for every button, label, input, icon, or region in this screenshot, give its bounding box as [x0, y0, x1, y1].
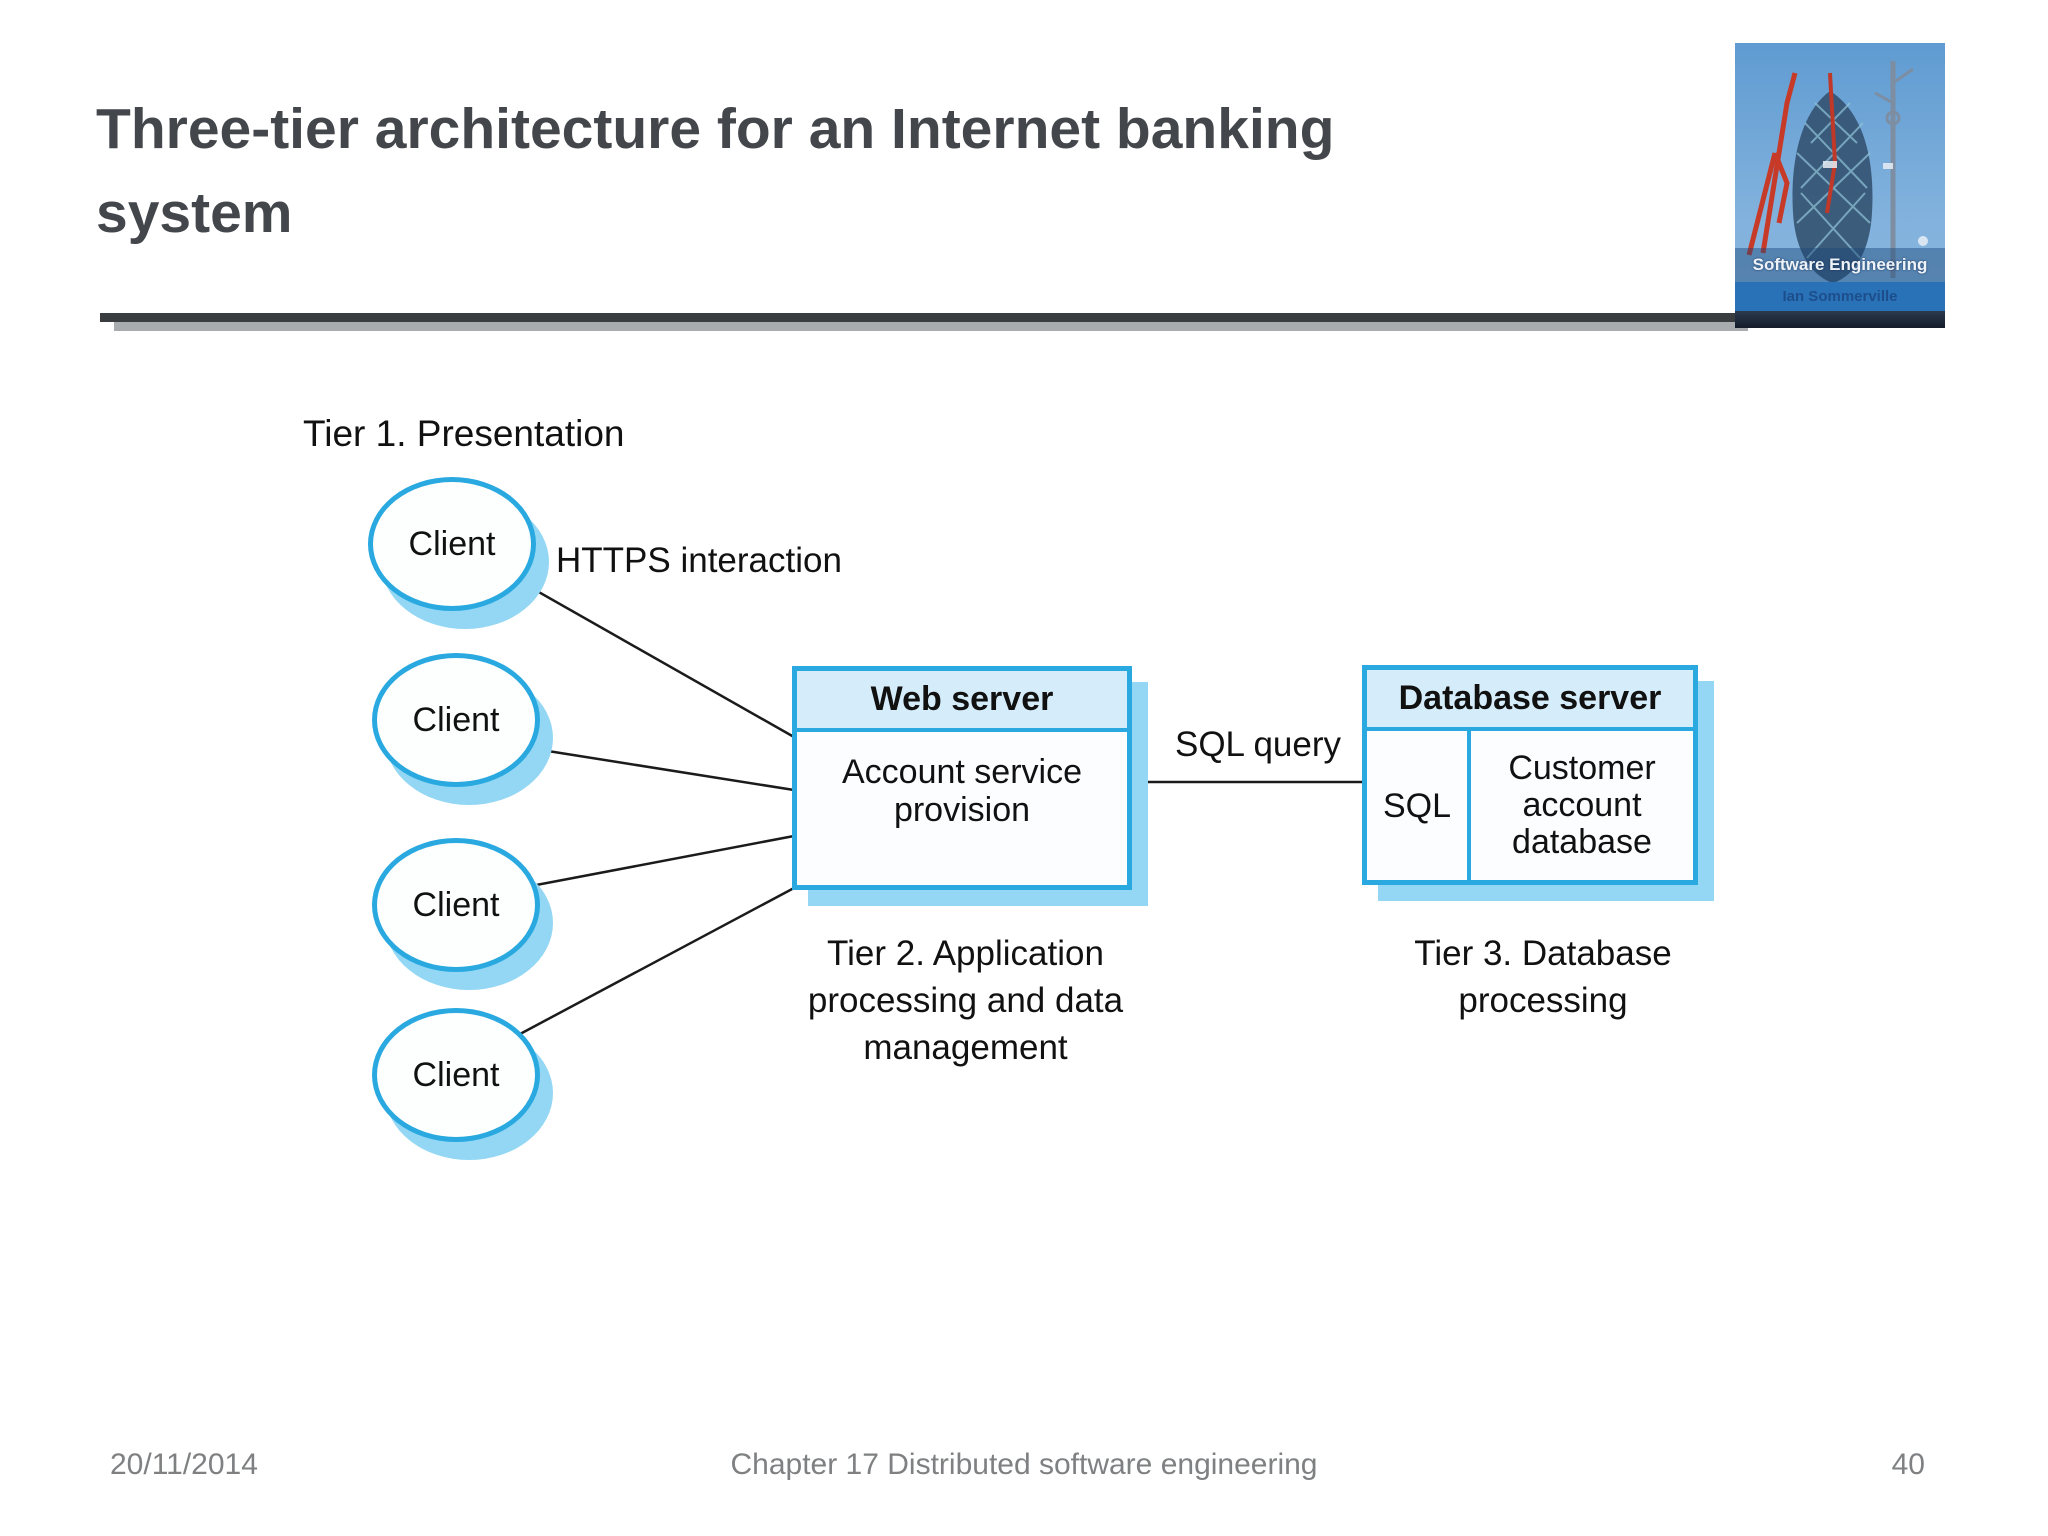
web-server-title: Web server — [797, 671, 1127, 732]
gray-crane-shape — [1874, 61, 1914, 278]
tier1-label: Tier 1. Presentation — [303, 413, 625, 454]
client-node-label: Client — [412, 1055, 500, 1094]
client2-to-webserver-line — [509, 743, 795, 792]
client-node-4: Client — [372, 1008, 540, 1142]
sql-query-label: SQL query — [1174, 725, 1341, 764]
light-spots — [1823, 161, 1928, 246]
footer-page-number: 40 — [1891, 1448, 1925, 1481]
client-node-label: Client — [412, 700, 500, 739]
book-cover-bottom-strip — [1735, 311, 1945, 328]
client-node-3: Client — [372, 838, 540, 972]
red-boom-shape — [1825, 72, 1837, 214]
client-node-2: Client — [372, 653, 540, 787]
web-server-box: Web server Account service provision — [792, 666, 1132, 890]
footer-chapter-title: Chapter 17 Distributed software engineer… — [730, 1448, 1318, 1481]
title-rule — [100, 313, 1736, 322]
client-node-label: Client — [408, 524, 496, 563]
page-title: Three-tier architecture for an Internet … — [96, 88, 1716, 256]
page-title-line2: system — [96, 180, 293, 245]
book-cover-image: Software Engineering Ian Sommerville — [1735, 43, 1945, 328]
database-server-title: Database server — [1367, 670, 1693, 731]
client-node-label: Client — [412, 885, 500, 924]
title-rule-shadow — [114, 322, 1748, 331]
page-title-line1: Three-tier architecture for an Internet … — [96, 97, 1335, 161]
book-author: Ian Sommerville — [1735, 282, 1945, 311]
client3-to-webserver-line — [509, 834, 795, 892]
gherkin-lattice — [1796, 102, 1871, 259]
database-customer-cell: Customer account database — [1508, 749, 1656, 861]
client4-to-webserver-line — [489, 886, 795, 1052]
tier2-label: Tier 2. Application processing and data … — [807, 934, 1124, 1067]
footer-date: 20/11/2014 — [110, 1448, 258, 1481]
book-cover-illustration — [1746, 61, 1928, 283]
book-series-title: Software Engineering — [1735, 248, 1945, 282]
client-node-1: Client — [368, 477, 536, 611]
red-crane-shape — [1746, 72, 1798, 256]
https-interaction-label: HTTPS interaction — [556, 541, 842, 580]
database-sql-cell: SQL — [1367, 731, 1471, 880]
database-server-box: Database server SQL Customer account dat… — [1362, 665, 1698, 885]
web-server-body: Account service provision — [842, 753, 1082, 829]
database-server-body: SQL Customer account database — [1367, 731, 1693, 880]
client1-to-webserver-line — [499, 568, 795, 739]
tier3-label: Tier 3. Database processing — [1414, 934, 1672, 1020]
